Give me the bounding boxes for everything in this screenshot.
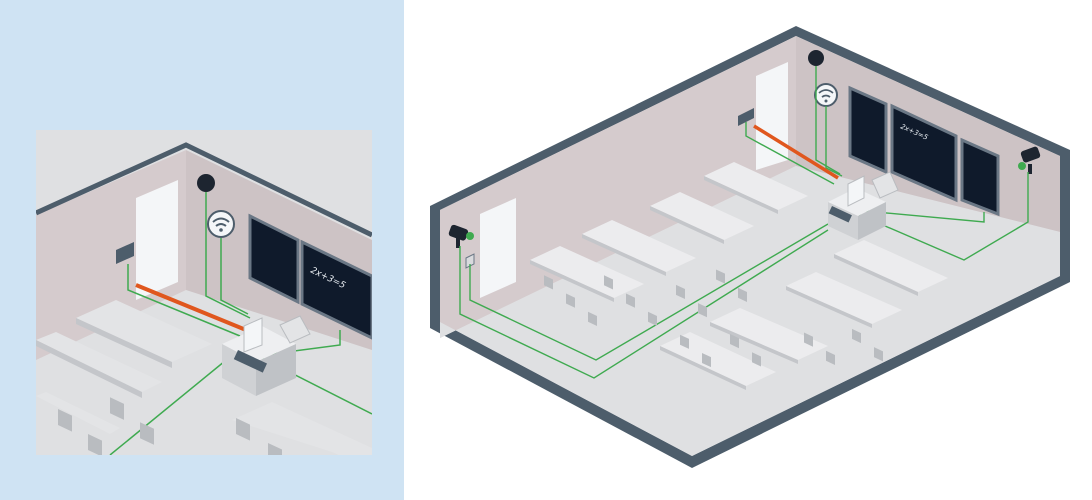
desk-row [650,192,754,240]
desk-row [76,300,212,368]
lectern-side [858,202,886,240]
chalkboard [848,85,888,175]
desk-row [530,246,644,298]
av-equipment [828,205,852,223]
monitor [847,175,865,207]
chair [698,303,707,318]
chalkboard [248,213,300,305]
wall-control-panel [738,108,754,126]
camera-icon [448,224,474,248]
lectern-side [256,344,296,396]
door [756,62,788,170]
chair [626,293,635,308]
chair [804,332,813,347]
desk-row [704,162,808,210]
power-cable [135,283,247,332]
network-cable [847,172,1029,261]
network-cable [745,122,835,185]
camera-icon [1018,146,1041,174]
chair [604,275,613,290]
wall-outlet [465,253,475,269]
network-cable [205,192,251,319]
wall-top-edge [36,142,372,238]
desk-row [232,402,372,455]
chair [716,269,725,284]
network-cable [853,209,985,223]
chair-group [58,397,282,455]
desk-row [36,392,120,434]
network-cabling [459,66,1029,379]
door [480,198,516,298]
desk-row [786,272,902,324]
chair [676,284,685,300]
network-cable [109,351,237,455]
chair [236,418,250,441]
chair [702,352,711,368]
power-cable [753,124,839,180]
desk-row [834,240,948,292]
wall-control-panel [116,242,134,264]
network-cable [459,229,829,379]
classroom-overview-panel: 2x+3=5 [404,0,1092,500]
chalkboard [960,137,1000,217]
av-equipment [233,350,268,373]
chair [88,434,102,455]
ceiling-speaker-icon [808,50,824,66]
chair [268,442,282,455]
chair [544,275,553,290]
chalkboard [300,239,372,340]
chair [648,311,657,326]
network-cable [469,223,829,361]
chair [730,334,739,349]
desk-row [36,332,162,398]
chair [58,409,72,432]
floor-area [440,166,1060,456]
zoom-detail-illustration: 2x+3=5 [0,0,404,500]
lectern-front [222,344,256,396]
network-cable [815,66,841,175]
desk-row [710,308,828,360]
back-wall [440,36,796,338]
desk-row [582,220,696,272]
lectern-chair [871,171,899,199]
chair [738,287,747,302]
chair-group [544,269,883,368]
chair [110,397,124,420]
monitor [243,317,263,353]
door [136,180,178,300]
chair [566,293,575,308]
chair [752,352,761,367]
network-cable [127,264,241,337]
chair [140,422,154,445]
chalkboard [890,103,958,203]
network-cable [220,238,249,315]
chair [852,328,861,344]
chair [680,334,689,349]
zoom-detail-panel: 2x+3=5 [0,0,404,500]
chair [874,347,883,362]
lectern-chair [279,315,311,344]
ceiling-speaker-icon [197,174,215,192]
network-cable [825,106,843,177]
desk-group-left [530,162,808,302]
chair [826,350,835,365]
chair [588,311,597,326]
classroom-illustration: 2x+3=5 [430,26,1070,468]
